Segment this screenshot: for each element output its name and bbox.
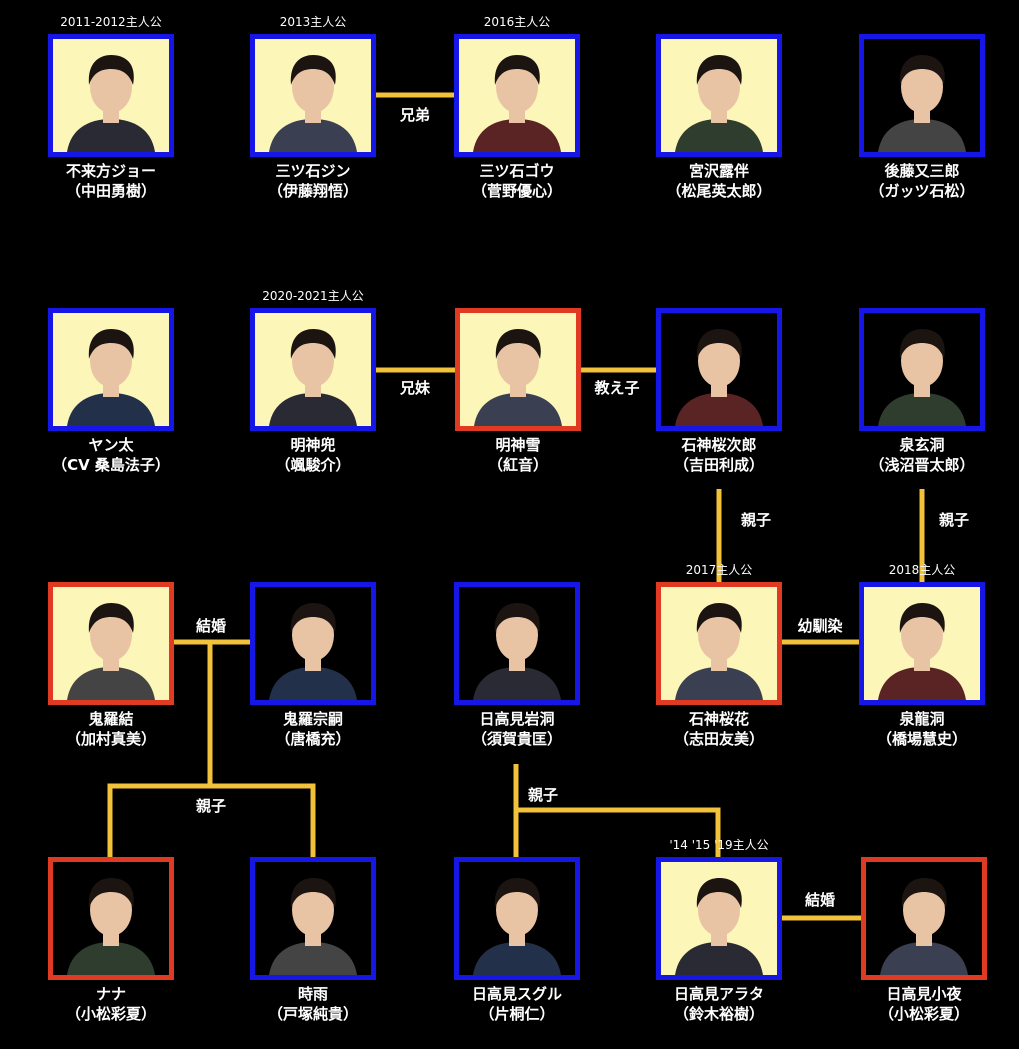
character-name: 時雨（戸塚純貴）	[267, 985, 358, 1023]
person-portrait-icon	[48, 34, 174, 157]
character-name: 明神兜（颯駿介）	[275, 436, 351, 474]
character-name: 石神桜花（志田友美）	[673, 710, 764, 748]
person-silhouette	[473, 878, 561, 975]
person-portrait-icon	[250, 308, 376, 431]
person-silhouette	[675, 55, 763, 152]
person-portrait-icon	[48, 582, 174, 705]
protagonist-tag: 2020-2021主人公	[262, 289, 364, 303]
person-silhouette	[878, 603, 966, 700]
person-silhouette	[269, 603, 357, 700]
protagonist-tag: 2013主人公	[279, 15, 347, 29]
person-portrait-icon	[656, 857, 782, 980]
person-silhouette	[473, 603, 561, 700]
character-name: 石神桜次郎（吉田利成）	[673, 436, 764, 474]
relation-label-marriage: 結婚	[194, 617, 228, 635]
character-name: ナナ（小松彩夏）	[65, 985, 156, 1023]
character-name: 宮沢露伴（松尾英太郎）	[666, 162, 772, 200]
person-silhouette	[269, 878, 357, 975]
protagonist-tag: '14 '15 '19主人公	[669, 838, 769, 852]
character-name: 泉玄洞（浅沼晋太郎）	[869, 436, 975, 474]
person-portrait-icon	[656, 34, 782, 157]
relation-label-parent-child: 親子	[194, 797, 228, 815]
character-name: 日高見アラタ（鈴木裕樹）	[673, 985, 764, 1023]
person-silhouette	[474, 329, 562, 426]
protagonist-tag: 2018主人公	[888, 563, 956, 577]
person-silhouette	[880, 878, 968, 975]
relation-label-marriage: 結婚	[803, 891, 837, 909]
person-silhouette	[67, 329, 155, 426]
protagonist-tag: 2017主人公	[685, 563, 753, 577]
character-name: 不来方ジョー（中田勇樹）	[65, 162, 156, 200]
person-silhouette	[675, 878, 763, 975]
character-name: ヤン太（CV 桑島法子）	[52, 436, 170, 474]
person-portrait-icon	[455, 308, 581, 431]
person-portrait-icon	[454, 857, 580, 980]
relation-label-parent-child: 親子	[526, 786, 560, 804]
person-portrait-icon	[250, 857, 376, 980]
person-portrait-icon	[454, 582, 580, 705]
relation-label-student: 教え子	[593, 379, 641, 397]
character-name: 日高見小夜（小松彩夏）	[878, 985, 969, 1023]
person-silhouette	[878, 329, 966, 426]
person-portrait-icon	[859, 582, 985, 705]
character-name: 泉龍洞（橋場慧史）	[876, 710, 967, 748]
line-kira-children-bar	[107, 783, 316, 857]
person-silhouette	[878, 55, 966, 152]
relation-label-parent-child: 親子	[739, 511, 773, 529]
person-silhouette	[675, 329, 763, 426]
character-name: 明神雪（紅音）	[487, 436, 548, 474]
relation-label-brothers: 兄弟	[398, 106, 432, 124]
relation-label-siblings: 兄妹	[398, 379, 432, 397]
person-silhouette	[67, 55, 155, 152]
character-name: 日高見岩洞（須賀貴匡）	[471, 710, 562, 748]
person-portrait-icon	[250, 34, 376, 157]
character-name: 日高見スグル（片桐仁）	[471, 985, 562, 1023]
person-portrait-icon	[861, 857, 987, 980]
person-portrait-icon	[859, 34, 985, 157]
person-portrait-icon	[48, 857, 174, 980]
person-portrait-icon	[859, 308, 985, 431]
character-name: 鬼羅結（加村真美）	[65, 710, 156, 748]
protagonist-tag: 2016主人公	[483, 15, 551, 29]
character-name: 後藤又三郎（ガッツ石松）	[869, 162, 975, 200]
person-silhouette	[269, 55, 357, 152]
person-portrait-icon	[656, 308, 782, 431]
character-name: 三ツ石ゴウ（菅野優心）	[471, 162, 562, 200]
protagonist-tag: 2011-2012主人公	[60, 15, 162, 29]
person-silhouette	[269, 329, 357, 426]
person-portrait-icon	[454, 34, 580, 157]
person-silhouette	[67, 603, 155, 700]
person-silhouette	[675, 603, 763, 700]
person-portrait-icon	[656, 582, 782, 705]
line-hidakami-children-bar	[516, 807, 721, 857]
person-portrait-icon	[250, 582, 376, 705]
person-silhouette	[67, 878, 155, 975]
character-name: 三ツ石ジン（伊藤翔悟）	[267, 162, 358, 200]
relation-label-childhood-friends: 幼馴染	[796, 617, 844, 635]
relation-label-parent-child: 親子	[937, 511, 971, 529]
person-silhouette	[473, 55, 561, 152]
character-name: 鬼羅宗嗣（唐橋充）	[275, 710, 351, 748]
person-portrait-icon	[48, 308, 174, 431]
